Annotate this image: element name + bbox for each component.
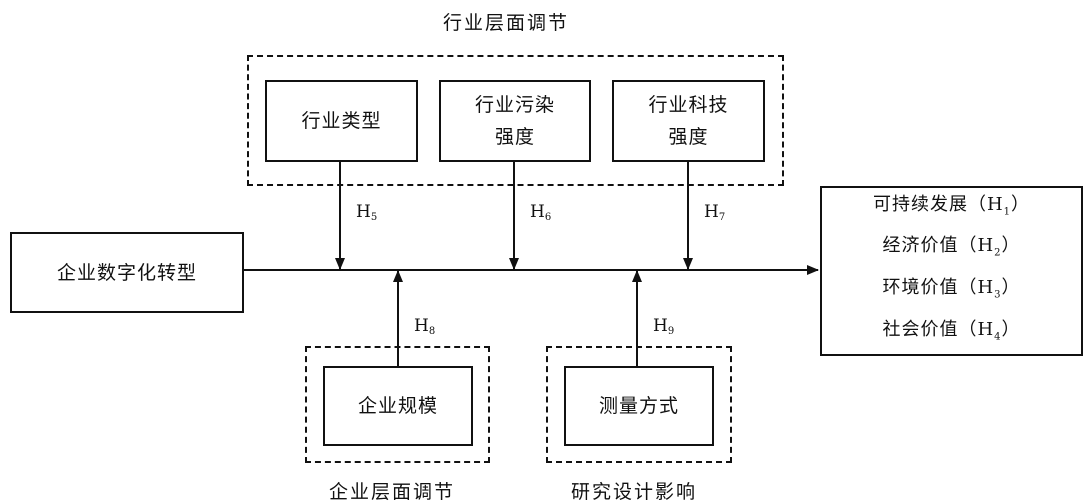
hypothesis-h8: H8 — [414, 316, 436, 337]
outcome-item: 经济价值（H2） — [882, 235, 1021, 259]
tech-intensity-box: 行业科技 强度 — [612, 80, 765, 162]
outcome-h-sub: 1 — [1003, 206, 1012, 218]
hypothesis-h5: H5 — [356, 202, 378, 223]
hypothesis-h9: H9 — [653, 316, 675, 337]
outcome-box: 可持续发展（H1） 经济价值（H2） 环境价值（H3） 社会价值（H4） — [820, 186, 1083, 356]
firm-size-box: 企业规模 — [323, 366, 473, 446]
hypothesis-h7: H7 — [704, 202, 726, 223]
outcome-item: 可持续发展（H1） — [872, 193, 1031, 218]
outcome-name: 可持续发展 — [872, 193, 968, 215]
industry-type-box: 行业类型 — [265, 80, 418, 162]
firm-size-label: 企业规模 — [357, 395, 438, 417]
outcome-h: H — [977, 318, 995, 340]
hypothesis-h6: H6 — [530, 202, 552, 223]
design-group-title: 研究设计影响 — [571, 481, 698, 503]
design-group-frame — [546, 346, 732, 463]
digital-transformation-label: 企业数字化转型 — [56, 261, 197, 284]
pollution-intensity-label: 行业污染 强度 — [474, 94, 555, 148]
industry-group-frame — [247, 55, 784, 186]
digital-transformation-box: 企业数字化转型 — [10, 232, 244, 313]
measurement-label: 测量方式 — [598, 395, 679, 417]
outcome-h: H — [977, 277, 995, 298]
tech-intensity-label: 行业科技 强度 — [648, 94, 729, 148]
pollution-intensity-box: 行业污染 强度 — [439, 80, 591, 162]
industry-group-title: 行业层面调节 — [443, 12, 570, 34]
outcome-h-sub: 3 — [994, 289, 1002, 301]
outcome-h: H — [986, 193, 1004, 215]
outcome-h-sub: 4 — [994, 331, 1002, 343]
firm-group-title: 企业层面调节 — [329, 481, 456, 503]
outcome-h: H — [977, 235, 995, 257]
outcome-item: 社会价值（H4） — [882, 318, 1021, 343]
outcome-name: 社会价值 — [882, 318, 959, 340]
firm-group-frame — [305, 346, 490, 463]
outcome-name: 环境价值 — [882, 277, 959, 298]
outcome-item: 环境价值（H3） — [882, 277, 1021, 301]
industry-type-label: 行业类型 — [301, 110, 382, 132]
outcome-name: 经济价值 — [882, 235, 959, 257]
measurement-box: 测量方式 — [564, 366, 714, 446]
outcome-h-sub: 2 — [994, 248, 1002, 259]
